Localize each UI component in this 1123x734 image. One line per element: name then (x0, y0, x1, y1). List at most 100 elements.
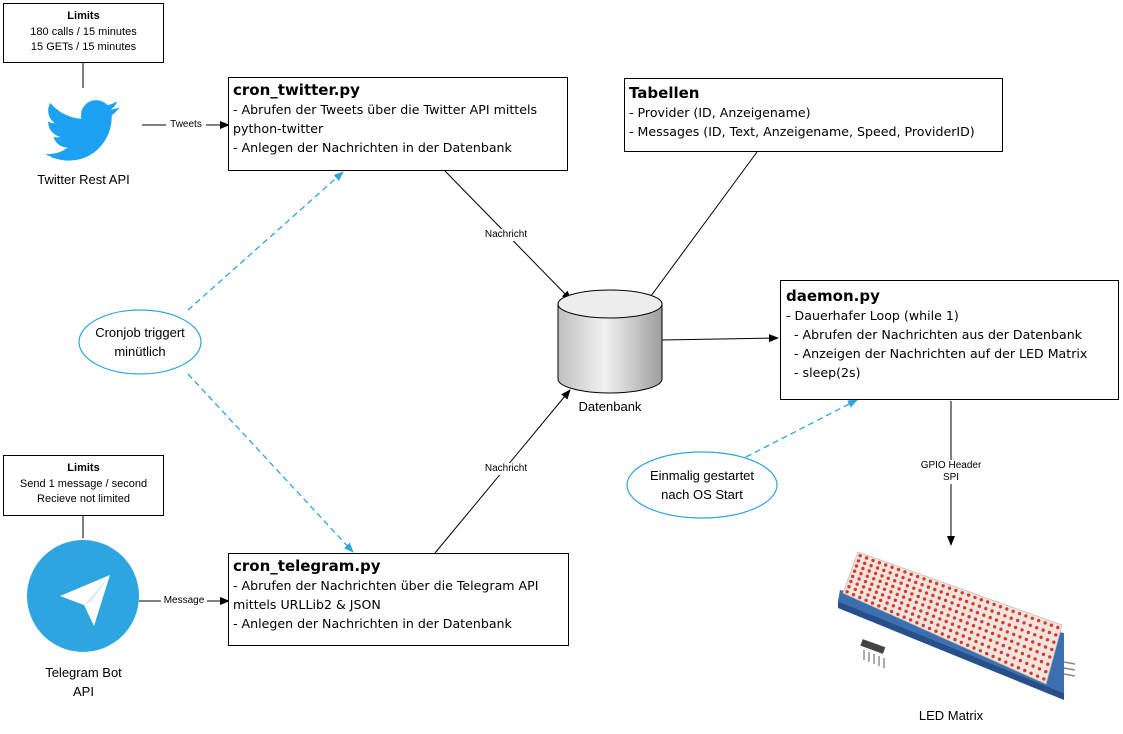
led-dot (898, 606, 902, 611)
led-dot (929, 599, 933, 604)
led-dot (890, 565, 894, 569)
led-dot (863, 561, 867, 565)
led-dot (927, 626, 932, 631)
led-dot (1008, 646, 1012, 650)
led-dot (900, 601, 904, 605)
led-dot (958, 597, 962, 601)
led-dot (1007, 623, 1011, 627)
led-dot (943, 598, 948, 603)
twitter-bird-icon (45, 100, 120, 161)
led-dot (969, 630, 974, 634)
led-dot (1030, 616, 1035, 620)
led-dot (1023, 668, 1027, 673)
led-dot (1031, 640, 1035, 644)
led-dot (993, 648, 997, 652)
led-dot (857, 577, 861, 581)
led-dot (972, 646, 976, 650)
telegram-icon (27, 540, 139, 652)
led-dot (906, 603, 910, 608)
led-dot (1049, 623, 1054, 627)
led-dot (988, 638, 993, 642)
led-dot (901, 595, 906, 599)
led-dot (946, 635, 951, 639)
led-dot (863, 579, 868, 584)
led-matrix-module (838, 551, 1076, 700)
led-dot (919, 609, 923, 613)
led-dot (944, 619, 948, 624)
led-dot (875, 566, 880, 570)
led-dot (1013, 625, 1018, 630)
led-dot (864, 598, 868, 602)
led-dot (936, 623, 940, 627)
led-dot (1029, 671, 1033, 675)
led-dot (1045, 638, 1050, 642)
led-dot (959, 640, 963, 645)
led-dot (931, 593, 935, 598)
led-dot (1052, 640, 1056, 644)
led-dot (1033, 657, 1037, 661)
led-dot (1026, 630, 1031, 635)
led-dot (967, 615, 971, 619)
gpio-edge-label: GPIO Header SPI (915, 460, 987, 484)
led-dot (908, 618, 913, 622)
led-dot (1024, 614, 1028, 618)
led-dot (861, 585, 866, 589)
einmalig-ellipse (626, 451, 778, 519)
led-dot (1016, 666, 1021, 670)
led-dot (969, 608, 973, 612)
led-dot (1033, 633, 1037, 637)
led-dot (877, 604, 881, 608)
led-dot (954, 588, 958, 593)
led-dot (901, 575, 905, 580)
led-dot (945, 592, 950, 596)
led-dot (1054, 633, 1058, 637)
led-dot (1001, 643, 1005, 648)
telegram-label-line: Telegram Bot (45, 665, 122, 680)
led-dot (1050, 647, 1054, 652)
led-dot (1022, 621, 1026, 625)
telegram-limits-title: Limits (67, 462, 100, 474)
led-dot (922, 577, 926, 581)
led-dot (856, 559, 861, 563)
led-dot (961, 612, 965, 616)
led-dot (915, 621, 919, 625)
led-dot (871, 558, 875, 563)
led-dot (891, 604, 896, 608)
led-dot (1028, 623, 1033, 627)
led-dot (869, 564, 873, 568)
led-dot (1003, 614, 1007, 618)
led-dot (1011, 609, 1015, 613)
cron-twitter-title: cron_twitter.py (233, 81, 360, 99)
led-dot (868, 587, 872, 592)
telegram-limit-line: Send 1 message / second (19, 477, 148, 490)
einmalig-to-daemon-arrow (745, 399, 858, 458)
led-dot (899, 581, 903, 585)
twitter-api-label: Twitter Rest API (37, 172, 130, 187)
led-dot (973, 617, 978, 621)
daemon-line: - Abrufen der Nachrichten aus der Datenb… (786, 327, 1082, 342)
led-dot (1035, 626, 1039, 630)
gpio-line: SPI (942, 472, 960, 483)
led-dot (992, 602, 996, 607)
led-dot (1014, 649, 1018, 653)
led-dot (992, 625, 997, 629)
daemon-line: - Dauerhafer Loop (while 1) (786, 308, 959, 323)
led-dot (924, 591, 929, 595)
led-dot (880, 574, 884, 578)
led-dot (971, 624, 976, 628)
nachricht-top-edge-label: Nachricht (480, 229, 532, 241)
led-dot (858, 554, 862, 558)
led-dot (986, 622, 990, 626)
led-dot (960, 591, 964, 595)
led-dot (942, 604, 946, 609)
db-to-daemon-arrow (661, 334, 779, 343)
led-dot (855, 582, 859, 586)
led-dot (865, 574, 869, 578)
led-dot (1044, 669, 1048, 674)
led-dot (895, 592, 899, 597)
cron-twitter-line: python-twitter (233, 121, 324, 136)
led-dot (1037, 642, 1041, 647)
led-dot (886, 576, 890, 580)
led-dot (889, 590, 893, 594)
tabellen-db-connector (647, 151, 758, 301)
